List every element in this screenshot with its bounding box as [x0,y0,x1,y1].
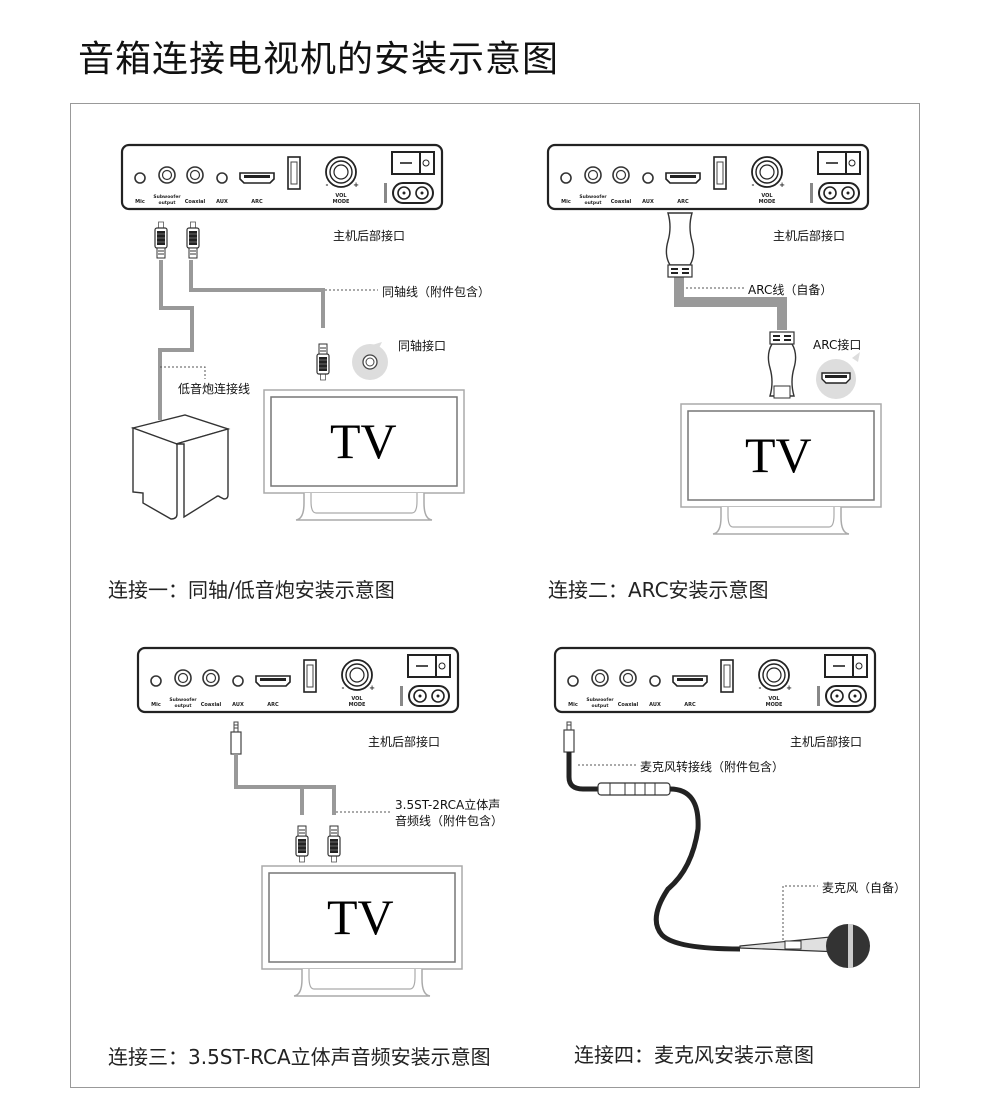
caption-connection-3: 连接三：3.5ST-RCA立体声音频安装示意图 [108,1045,491,1069]
host-rear-label: 主机后部接口 [333,229,406,243]
port-label: - [342,684,345,692]
port-label: VOL [335,193,347,199]
tv-label: TV [745,427,812,483]
port-label: + [786,684,792,692]
subwoofer-icon [130,414,231,520]
port-label: MODE [766,702,783,708]
port-label: MODE [333,199,350,205]
panel-3-diagram [136,646,463,997]
caption-connection-1: 连接一：同轴/低音炮安装示意图 [108,578,395,602]
port-label: Mic [561,199,571,205]
rca-plug-coaxial [186,221,200,259]
aux-plug-35mm [230,721,242,755]
page-title: 音箱连接电视机的安装示意图 [78,39,560,80]
rca-plug-subwoofer [154,221,168,259]
port-label: VOL [761,193,773,199]
mic-adapter-cable-label: 麦克风转接线（附件包含） [640,760,785,774]
port-label: Coaxial [201,702,222,708]
port-label: + [779,181,785,189]
host-rear-label: 主机后部接口 [773,229,846,243]
coaxial-cable-label: 同轴线（附件包含） [382,285,491,299]
rca-plug-left [295,825,309,863]
host-rear-label: 主机后部接口 [790,735,863,749]
tv-label: TV [327,889,394,945]
port-label: output [591,703,609,709]
port-label: Subwoofer [586,697,614,703]
port-label: VOL [351,696,363,702]
port-label: Subwoofer [153,194,181,200]
port-label: output [174,703,192,709]
port-label: Subwoofer [169,697,197,703]
panel-4-diagram [553,646,877,968]
panel-1-diagram [120,143,465,521]
arc-cable-label: ARC线（自备） [748,283,833,297]
port-label: Coaxial [611,199,632,205]
port-label: Mic [151,702,161,708]
port-label: - [326,181,329,189]
port-label: AUX [232,702,244,708]
tv-label: TV [330,413,397,469]
port-label: MODE [349,702,366,708]
panel-2-diagram [546,143,882,535]
port-label: ARC [677,199,689,205]
host-rear-label: 主机后部接口 [368,735,441,749]
port-label: - [752,181,755,189]
port-label: Coaxial [618,702,639,708]
mic-adapter-plug-35mm [563,721,575,753]
rca-plug-right [327,825,341,863]
stereo-cable-label-line-2: 音频线（附件包含） [395,814,504,828]
port-label: AUX [216,199,228,205]
stereo-cable-label: 3.5ST-2RCA立体声 音频线（附件包含） [395,797,503,829]
stereo-cable-label-line-1: 3.5ST-2RCA立体声 [395,798,501,812]
port-label: output [584,200,602,206]
port-label: ARC [267,702,279,708]
port-label: output [158,200,176,206]
diagram-frame [70,103,920,1088]
port-label: MODE [759,199,776,205]
port-label: ARC [251,199,263,205]
port-label: ARC [684,702,696,708]
port-label: AUX [649,702,661,708]
subwoofer-cable-label: 低音炮连接线 [178,382,251,396]
microphone-icon [739,924,870,968]
rca-plug-tv [316,343,330,381]
arc-port-label: ARC接口 [813,338,862,352]
port-label: Subwoofer [579,194,607,200]
mic-adapter-connector [597,782,671,796]
port-label: Mic [568,702,578,708]
caption-connection-4: 连接四：麦克风安装示意图 [574,1043,814,1067]
coaxial-port-label: 同轴接口 [398,339,447,353]
port-label: + [353,181,359,189]
hdmi-plug-host [665,212,695,278]
caption-connection-2: 连接二：ARC安装示意图 [548,578,769,602]
port-label: VOL [768,696,780,702]
port-label: Mic [135,199,145,205]
port-label: - [759,684,762,692]
port-label: + [369,684,375,692]
port-label: Coaxial [185,199,206,205]
microphone-label: 麦克风（自备） [822,881,907,895]
port-label: AUX [642,199,654,205]
